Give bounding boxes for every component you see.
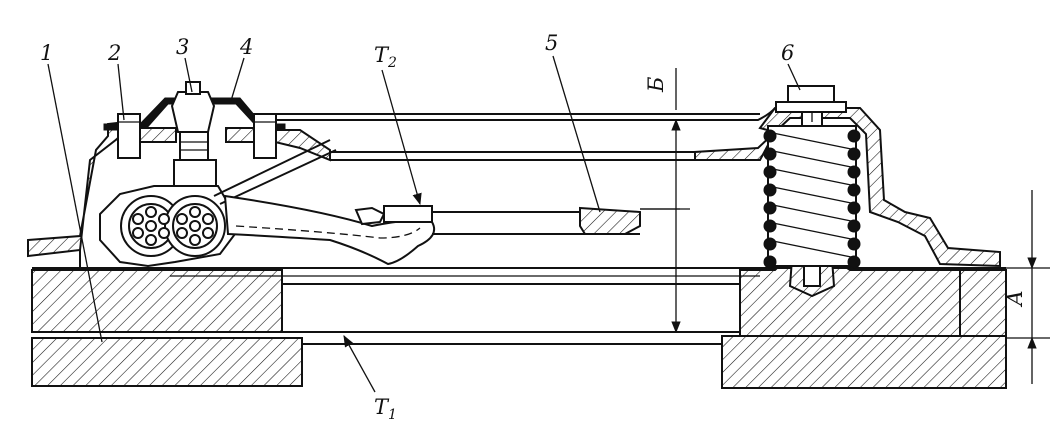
- label-dim-a: А: [1003, 290, 1027, 308]
- lever: [213, 139, 436, 266]
- dimension-a: [1000, 190, 1050, 384]
- plate-5: [432, 206, 680, 235]
- label-t2: T2: [374, 43, 397, 71]
- dimension-b: [640, 68, 690, 334]
- bearing-balls-right: [176, 206, 214, 246]
- label-dim-b: Б: [644, 77, 668, 93]
- spring-bolt: [763, 85, 861, 298]
- label-2: 2: [107, 41, 121, 65]
- label-4: 4: [239, 35, 253, 59]
- label-6: 6: [781, 41, 794, 65]
- label-3: 3: [176, 35, 189, 59]
- housing: [27, 107, 1001, 268]
- base-plate: [31, 335, 1007, 389]
- labels: 1 2 3 4 5 6 T2 T1 Б А: [40, 31, 1027, 423]
- bearing-balls-left: [132, 206, 170, 246]
- roller-bearings: [99, 185, 240, 268]
- spring-coils: [763, 125, 861, 269]
- label-1: 1: [40, 41, 53, 65]
- label-t1: T1: [374, 395, 397, 423]
- label-5: 5: [545, 31, 558, 55]
- leader-lines: [47, 55, 801, 393]
- cap-assembly: [103, 81, 286, 195]
